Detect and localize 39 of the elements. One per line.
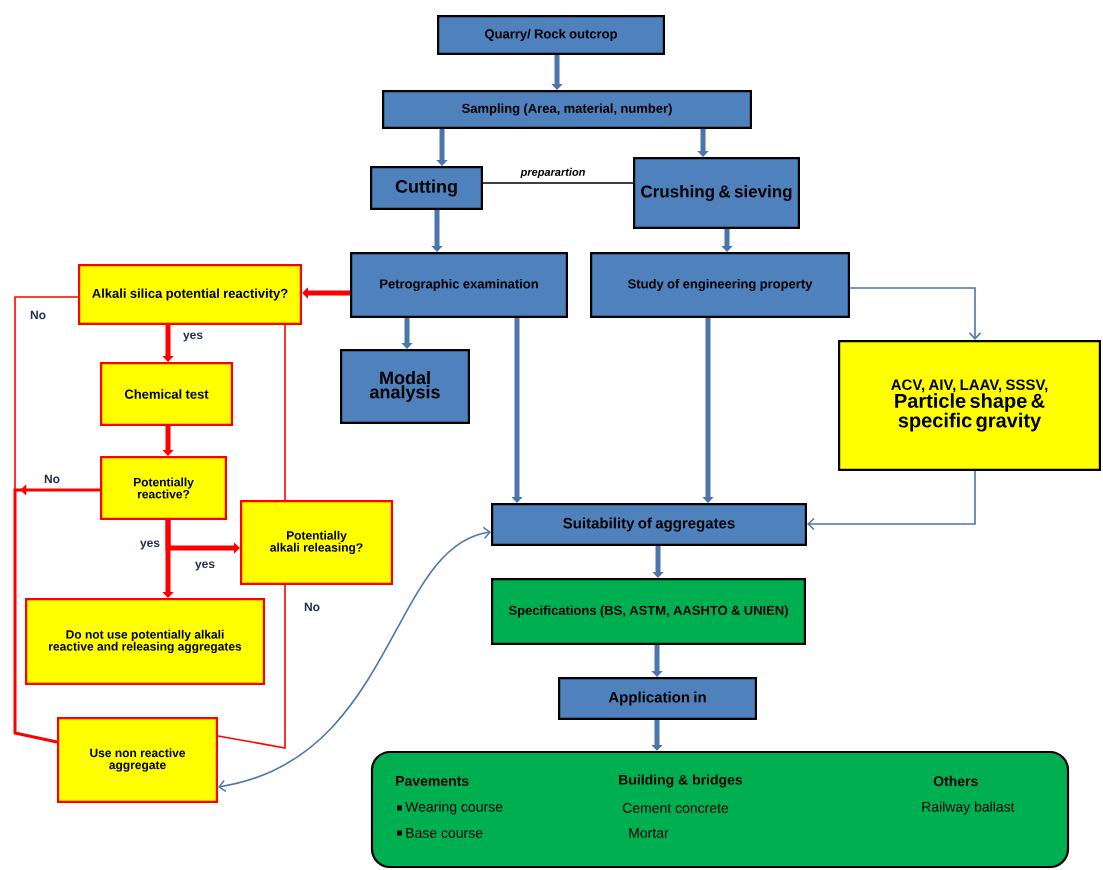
list-item: Cement concrete: [622, 803, 729, 813]
edge-label: yes: [182, 331, 204, 343]
result-box: Do not use potentially alkali reactive and releasing aggregates: [25, 598, 265, 685]
process-box: Cutting: [370, 166, 483, 210]
process-box: Petrographic examination: [350, 252, 568, 318]
connector-line: [217, 584, 286, 749]
edge-label: No: [43, 473, 61, 485]
connector-line: [482, 182, 634, 184]
list-item: Base course: [397, 828, 483, 838]
standards-box: Specifications (BS, ASTM, AASHTO & UNIEN): [491, 578, 806, 645]
category-heading: Others: [933, 775, 978, 787]
list-item: Railway ballast: [922, 801, 1015, 815]
edge-label: No: [29, 309, 47, 321]
arrow: [849, 287, 982, 340]
decision-box: Potentially alkali releasing?: [240, 500, 393, 585]
arrow: [807, 470, 976, 531]
connector-line: [14, 296, 79, 743]
edge-label: yes: [139, 539, 161, 551]
process-box: Chemical test: [100, 362, 233, 426]
result-box: Use non reactive aggregate: [57, 717, 218, 803]
category-heading: Building & bridges: [619, 774, 743, 788]
process-box: Quarry/ Rock outcrop: [437, 15, 665, 55]
list-item: Wearing course: [397, 801, 503, 815]
test-list-box: ACV, AIV, LAAV, SSSV, Particle shape & specific gravity: [838, 340, 1101, 471]
process-box: Modal analysis: [340, 349, 470, 424]
arrow: [218, 526, 491, 793]
process-box: Sampling (Area, material, number): [382, 90, 752, 129]
edge-label: No: [303, 601, 321, 613]
edge-label: preparartion: [519, 166, 587, 180]
process-box: Application in: [558, 677, 757, 720]
list-item: Mortar: [629, 828, 669, 838]
category-heading: Pavements: [396, 776, 469, 786]
decision-box: Alkali silica potential reactivity?: [78, 264, 302, 325]
decision-box: Potentially reactive?: [100, 456, 227, 520]
connector-line: [284, 324, 286, 501]
process-box: Suitability of aggregates: [491, 502, 807, 546]
process-box: Crushing & sieving: [633, 157, 800, 229]
edge-label: yes: [194, 560, 216, 572]
process-box: Study of engineering property: [590, 252, 850, 318]
